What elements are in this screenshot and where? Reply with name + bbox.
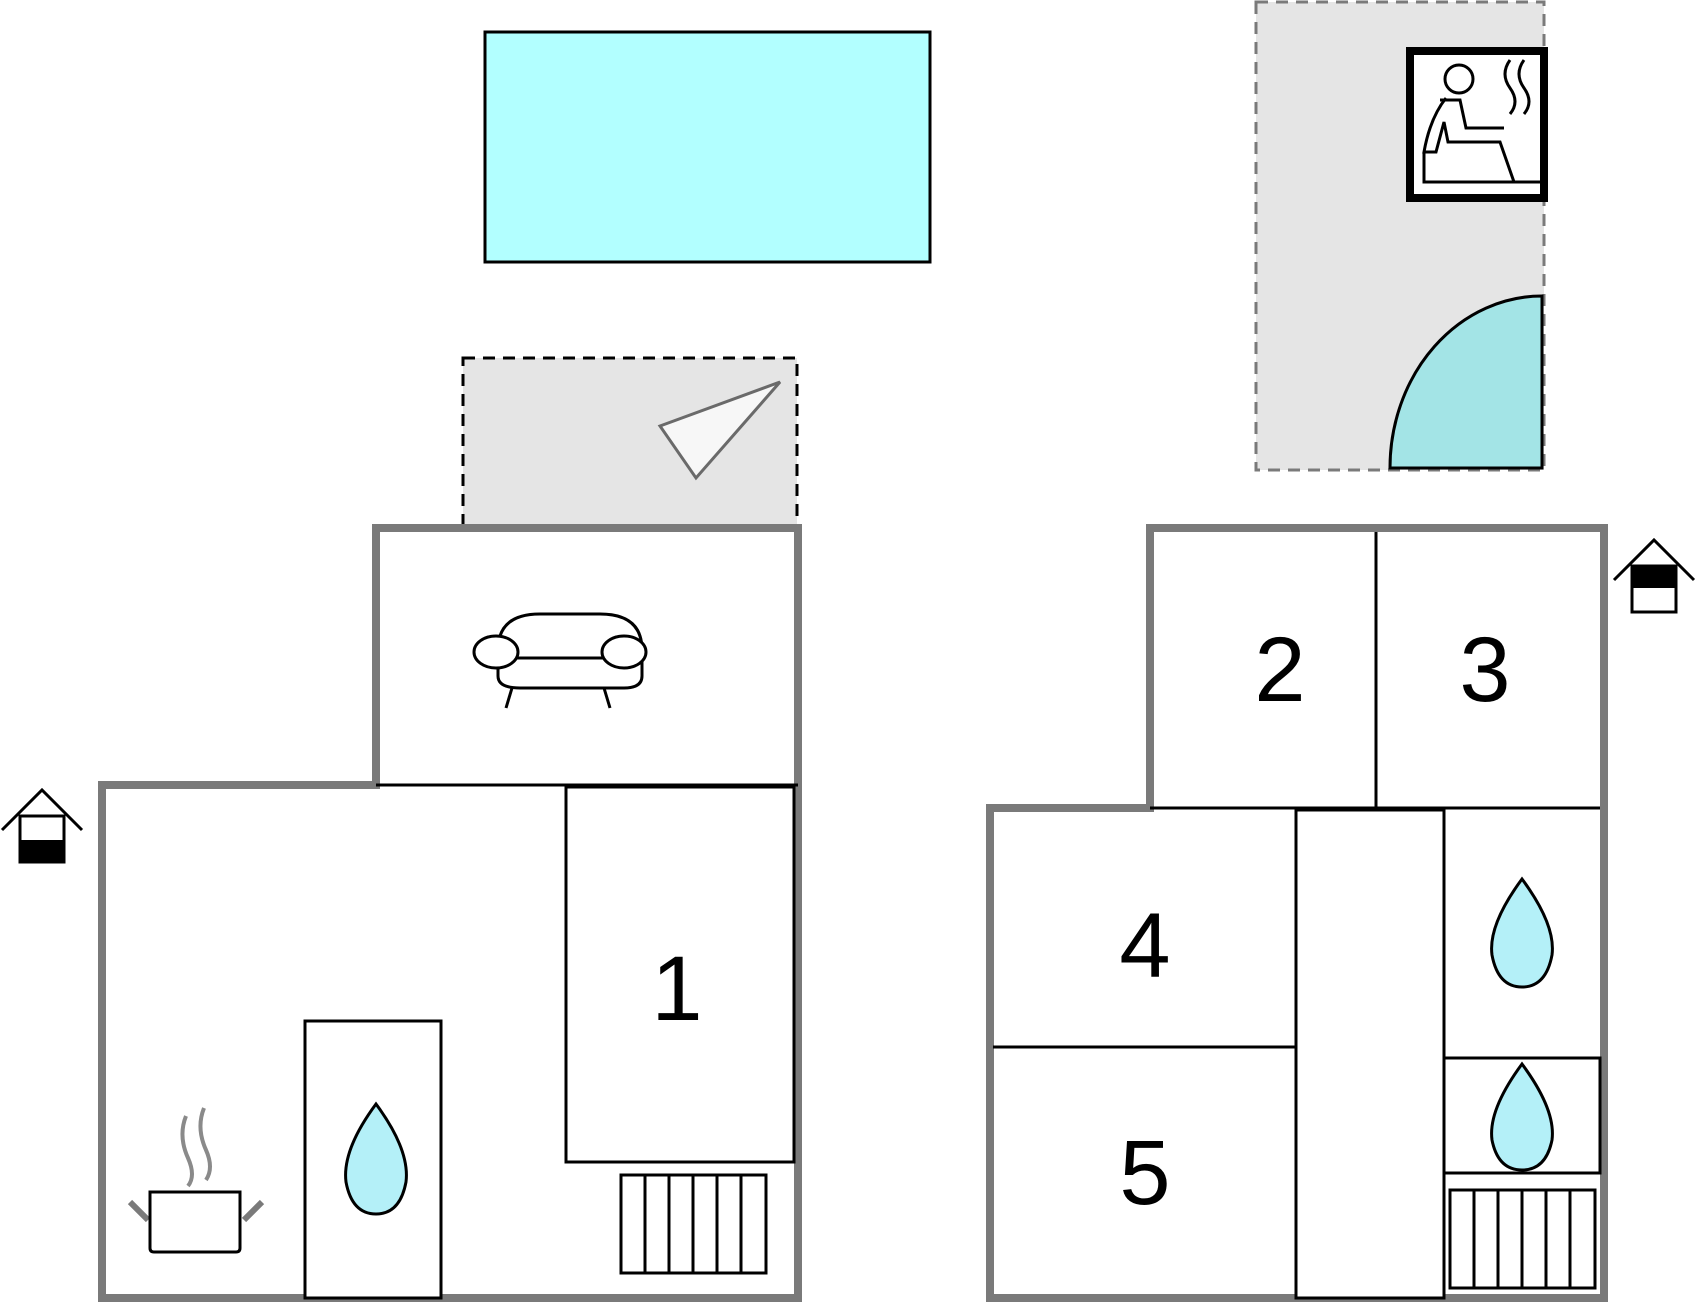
- water-drop-icon: [1490, 876, 1554, 989]
- hot-tub-icon: [1388, 294, 1544, 470]
- house-left: [98, 524, 802, 1302]
- sauna-icon: [1406, 47, 1548, 202]
- terrace-left: [461, 356, 799, 530]
- radiator-icon: [1448, 1188, 1597, 1290]
- room-number-4: 4: [1119, 895, 1170, 997]
- room-number-3: 3: [1459, 619, 1510, 721]
- water-drop-icon: [344, 1101, 408, 1216]
- room-number-1: 1: [651, 938, 702, 1040]
- radiator-icon: [619, 1173, 768, 1275]
- house-right: [986, 524, 1608, 1302]
- entrance-icon: [1612, 537, 1696, 614]
- hallway: [1294, 808, 1446, 1300]
- kitchen-pot-icon: [127, 1107, 265, 1254]
- entrance-icon: [0, 787, 84, 864]
- swimming-pool: [483, 30, 932, 264]
- awning-icon: [657, 380, 782, 481]
- terrace-right: [1254, 0, 1548, 472]
- water-drop-icon: [1490, 1061, 1554, 1172]
- sofa-icon: [472, 612, 648, 709]
- bedroom-1: [564, 785, 796, 1164]
- room-number-2: 2: [1254, 619, 1305, 721]
- room-number-5: 5: [1119, 1122, 1170, 1224]
